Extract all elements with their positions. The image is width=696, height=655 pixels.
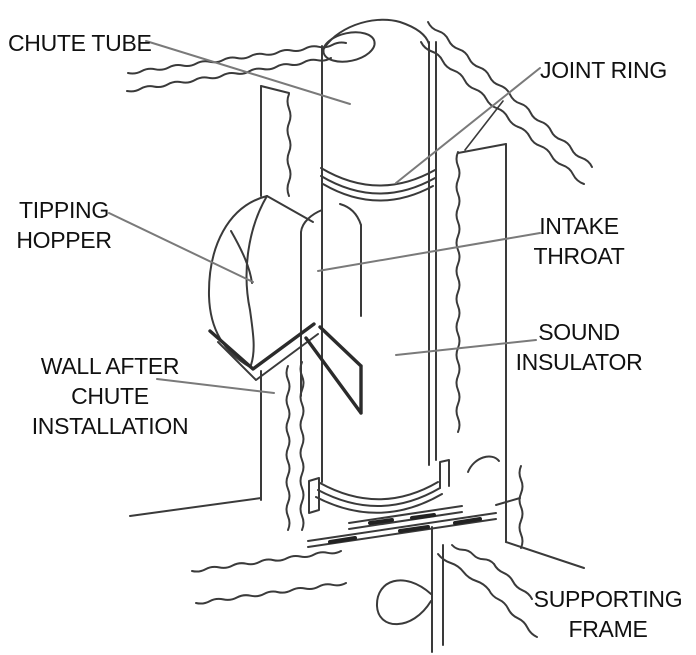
break-line bbox=[420, 41, 585, 185]
discharge-flap bbox=[304, 325, 363, 415]
floor-break-line bbox=[195, 582, 347, 605]
clamp-left bbox=[308, 477, 320, 514]
leader-intake-throat bbox=[317, 232, 541, 272]
tipping-hopper-drawing bbox=[207, 195, 363, 415]
label-supporting-frame-line2: FRAME bbox=[568, 616, 648, 642]
leader-wall-after-chute bbox=[156, 378, 275, 394]
break-line bbox=[127, 41, 347, 75]
label-sound-insulator-line1: SOUND bbox=[538, 319, 620, 345]
label-sound-insulator: SOUND INSULATOR bbox=[505, 317, 653, 377]
wall-pocket-hook bbox=[467, 455, 500, 473]
chute-tube-drawing bbox=[321, 18, 430, 483]
frame-beam-upper bbox=[348, 505, 463, 530]
label-intake-throat: INTAKE THROAT bbox=[524, 211, 634, 271]
break-lines-top bbox=[126, 21, 593, 185]
wall-pocket-break bbox=[518, 465, 524, 549]
hopper-bottom-v-inner bbox=[217, 333, 319, 381]
hopper-outer-curve bbox=[207, 195, 268, 368]
bottom-ring-arc bbox=[319, 481, 439, 501]
label-tipping-hopper: TIPPING HOPPER bbox=[8, 195, 120, 255]
wall-left-break-edge bbox=[286, 93, 292, 197]
wall-left-break-edge bbox=[285, 365, 291, 531]
joint-ring-drawing bbox=[320, 167, 436, 202]
wall-left-top-edge bbox=[260, 85, 290, 94]
label-wall-line2: INSTALLATION bbox=[31, 413, 189, 439]
frame-beam-lower-hatch bbox=[328, 517, 482, 544]
wall-left-drawing bbox=[129, 85, 347, 605]
joint-ring-arc bbox=[320, 167, 436, 187]
leader-chute-tube bbox=[145, 40, 351, 105]
floor-edge-right bbox=[505, 541, 585, 569]
intake-throat-drawing bbox=[300, 203, 362, 397]
joint-ring-arc bbox=[322, 183, 434, 202]
floor-break-curve bbox=[451, 544, 495, 565]
break-line bbox=[427, 21, 593, 168]
hopper-face-crease bbox=[230, 230, 253, 284]
leader-lines bbox=[108, 40, 541, 394]
label-wall-after-chute-installation: WALL AFTER CHUTE INSTALLATION bbox=[0, 351, 220, 441]
label-intake-throat-line1: INTAKE bbox=[539, 213, 619, 239]
floor-edge-left bbox=[129, 497, 262, 517]
floor-break-curve bbox=[493, 563, 533, 600]
chute-tube-lower-drawing bbox=[375, 526, 444, 653]
leader-sound-insulator bbox=[395, 339, 537, 356]
wall-pocket-edge bbox=[495, 497, 521, 506]
wall-right-corner-diagonal bbox=[464, 100, 504, 151]
floor-break-curve bbox=[488, 589, 538, 638]
label-supporting-frame: SUPPORTING FRAME bbox=[528, 584, 688, 644]
label-supporting-frame-line1: SUPPORTING bbox=[533, 586, 683, 612]
bottom-ring-arc bbox=[315, 493, 443, 514]
label-sound-insulator-line2: INSULATOR bbox=[515, 349, 643, 375]
hopper-bottom-v-outer bbox=[208, 322, 316, 371]
tube-top-rim bbox=[321, 18, 430, 53]
leader-tipping-hopper bbox=[108, 212, 254, 283]
joint-ring-arc bbox=[320, 175, 436, 195]
floor-break-line bbox=[191, 550, 342, 573]
frame-beam-upper-hatch bbox=[368, 513, 436, 525]
wall-left-break-edge bbox=[299, 361, 305, 531]
label-chute-tube: CHUTE TUBE bbox=[8, 28, 152, 58]
label-tipping-hopper-line2: HOPPER bbox=[16, 227, 112, 253]
supporting-frame-drawing bbox=[307, 455, 538, 638]
wall-right-break-edge bbox=[455, 151, 461, 433]
tube-top-opening bbox=[322, 31, 376, 63]
label-wall-line1: WALL AFTER CHUTE bbox=[40, 353, 180, 409]
hopper-face-crease bbox=[245, 195, 268, 366]
throat-top-curve bbox=[339, 203, 362, 226]
label-joint-ring: JOINT RING bbox=[540, 55, 667, 85]
tube-break-curl bbox=[375, 579, 432, 626]
label-joint-ring-text: JOINT RING bbox=[540, 57, 667, 83]
label-chute-tube-text: CHUTE TUBE bbox=[8, 30, 152, 56]
throat-left-edge bbox=[300, 209, 323, 397]
leader-joint-ring bbox=[395, 67, 541, 184]
label-intake-throat-line2: THROAT bbox=[533, 243, 625, 269]
wall-right-top-edge bbox=[457, 143, 507, 154]
label-tipping-hopper-line1: TIPPING bbox=[19, 197, 109, 223]
floor-break-curve bbox=[437, 553, 490, 591]
break-line bbox=[126, 57, 332, 93]
clamp-right bbox=[439, 459, 450, 489]
bottom-ring-arc bbox=[317, 487, 441, 507]
hopper-top-edge bbox=[266, 195, 314, 223]
